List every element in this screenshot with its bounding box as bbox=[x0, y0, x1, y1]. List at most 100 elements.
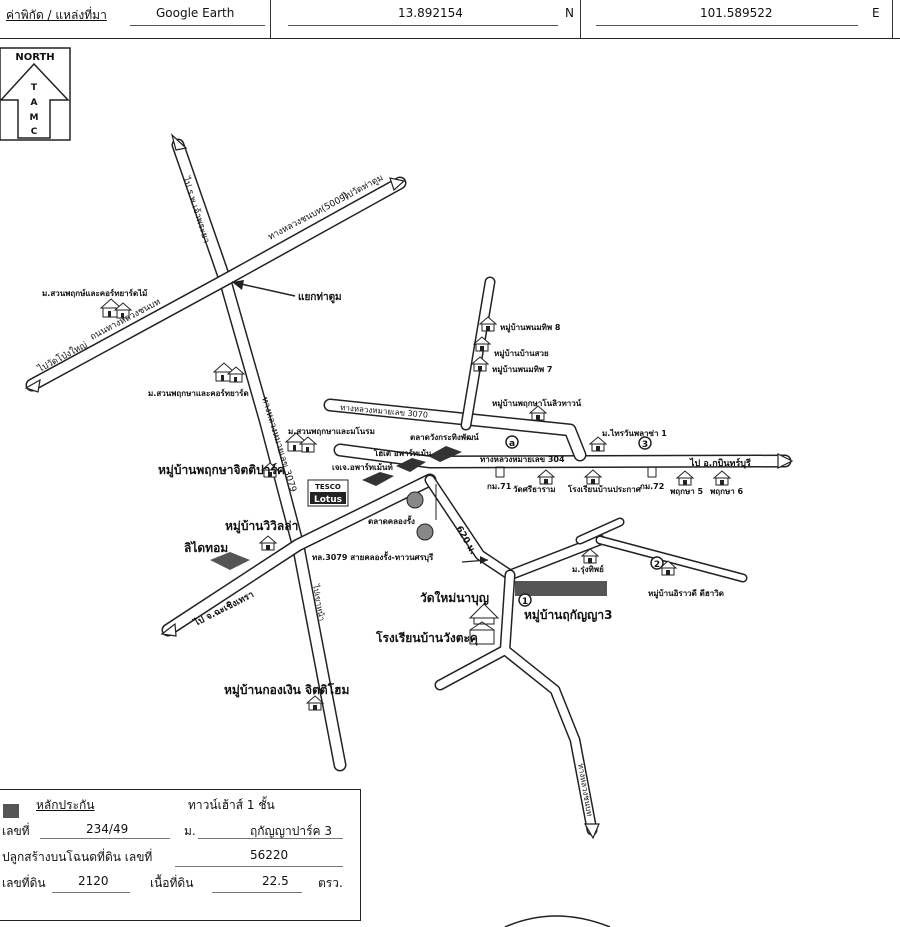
marker-3-text: 3 bbox=[642, 440, 648, 450]
road-east-branch-fill bbox=[597, 537, 746, 581]
road-end-arrows bbox=[24, 133, 794, 840]
road-label: ทล.3079 สายคลองรั้ง-ทาวนศรบุรี bbox=[312, 551, 434, 563]
lotus-text: Lotus bbox=[314, 495, 342, 505]
road-north-branch-fill bbox=[462, 278, 494, 429]
arrow-east-icon bbox=[777, 453, 794, 469]
market-icon bbox=[416, 523, 434, 541]
temple-base bbox=[473, 617, 495, 625]
road-label: ทางหลวงชนบท bbox=[576, 763, 594, 817]
underline bbox=[52, 892, 130, 893]
underline bbox=[596, 25, 858, 26]
place-label: กม.71 bbox=[487, 482, 512, 491]
longitude-value: 101.589522 bbox=[700, 6, 773, 20]
underline bbox=[175, 866, 343, 867]
apartment-building-icon bbox=[362, 472, 394, 486]
market-icon bbox=[406, 491, 424, 509]
coord-label: ค่าพิกัด / แหล่งที่มา bbox=[6, 8, 107, 22]
land-no-value: 2120 bbox=[78, 874, 109, 888]
divider bbox=[270, 0, 272, 38]
road-south-fill bbox=[436, 571, 596, 834]
temple-icon bbox=[537, 469, 555, 485]
house-icon bbox=[713, 470, 731, 486]
place-label: พฤกษา 6 bbox=[710, 487, 744, 496]
underline bbox=[40, 838, 170, 839]
map-icons: TESCO Lotus bbox=[100, 298, 731, 711]
legend-title: หลักประกัน bbox=[36, 798, 95, 812]
north-compass: NORTH T A M C bbox=[0, 47, 71, 141]
compass-letter: C bbox=[31, 127, 38, 137]
tesco-text: TESCO bbox=[315, 483, 341, 491]
place-label: หมู่บ้านวิวิลล่า bbox=[225, 519, 298, 534]
place-label: ม.สวนพฤกษาและมโนรม bbox=[288, 426, 375, 436]
village-value: ฤกัญญาปาร์ค 3 bbox=[250, 824, 332, 838]
arrow-west-icon bbox=[24, 378, 41, 393]
place-label: เจเจ.อพาร์ทเม้นท์ bbox=[332, 462, 393, 472]
deed-label: ปลูกสร้างบนโฉนดที่ดิน เลขที่ bbox=[2, 850, 153, 864]
marker-a-text: a bbox=[509, 439, 515, 449]
place-label: หมู่บ้านพนมทิพ 7 bbox=[492, 364, 553, 375]
place-label: ลิไดทอม bbox=[184, 540, 228, 555]
latitude-value: 13.892154 bbox=[398, 6, 463, 20]
place-label: โฮเต อพาร์ทเม้น bbox=[373, 448, 432, 458]
arrow-north-icon bbox=[170, 133, 188, 151]
place-label: กม.72 bbox=[640, 482, 664, 491]
place-label: หมู่บ้านพฤกษาโนลิวทาวน์ bbox=[492, 398, 582, 409]
marker-2 bbox=[650, 556, 664, 570]
project-plot bbox=[515, 581, 607, 596]
compass-letter: M bbox=[30, 113, 39, 123]
road-304-fill bbox=[335, 445, 790, 467]
area-unit: ตรว. bbox=[318, 876, 343, 890]
km-marker-icon bbox=[647, 466, 657, 478]
coordinate-header: ค่าพิกัด / แหล่งที่มา Google Earth 13.89… bbox=[0, 0, 900, 39]
house-icon bbox=[676, 470, 694, 486]
warehouse-icon bbox=[210, 552, 250, 570]
school-icon bbox=[469, 629, 495, 645]
direction-label: ไป อ.กบินทร์บุรี bbox=[689, 457, 751, 469]
road-network bbox=[25, 138, 792, 836]
latitude-suffix: N bbox=[565, 6, 574, 20]
north-arrow-icon bbox=[0, 62, 70, 139]
km-marker-icon bbox=[495, 466, 505, 478]
place-label: โรงเรียนบ้านประกาศ bbox=[567, 484, 642, 494]
house-icon bbox=[529, 405, 547, 421]
place-label: โรงเรียนบ้านวังตะคุ bbox=[375, 630, 478, 646]
arrow-south-icon bbox=[583, 823, 600, 840]
house-icon bbox=[589, 436, 607, 452]
temple-icon bbox=[468, 603, 500, 619]
marker-1 bbox=[518, 593, 532, 607]
divider bbox=[580, 0, 582, 38]
legend-swatch bbox=[3, 804, 19, 818]
tesco-logo-bar bbox=[310, 492, 346, 504]
underline bbox=[130, 25, 265, 26]
place-label: หมู่บ้านอิราวดี ดีฮาวิด bbox=[648, 588, 724, 599]
place-label: หมู่บ้านพนมทิพ 8 bbox=[500, 322, 561, 333]
underline bbox=[288, 25, 558, 26]
place-label: วัดศรีธาราม bbox=[513, 484, 556, 494]
house-icon bbox=[306, 695, 324, 711]
road-short-branch-fill bbox=[577, 519, 623, 543]
compass-letter: A bbox=[31, 98, 38, 108]
place-label: ม.สวนพฤกษ์และคอร์ทยาร์ดไม้ bbox=[42, 288, 147, 298]
north-label: NORTH bbox=[15, 52, 54, 63]
place-label: ม.รุ่งทิพย์ bbox=[572, 564, 604, 575]
longitude-suffix: E bbox=[872, 6, 880, 20]
market-building-icon bbox=[428, 446, 462, 462]
marker-2-text: 2 bbox=[654, 560, 660, 570]
place-label: พฤกษา 5 bbox=[670, 487, 704, 496]
circle-markers: a 3 1 2 bbox=[505, 435, 664, 607]
arrow-northeast-icon bbox=[389, 177, 406, 192]
road-3070-fill bbox=[325, 400, 585, 460]
underline bbox=[212, 892, 302, 893]
hotel-building-icon bbox=[396, 458, 426, 472]
pointer-arrow-icon bbox=[232, 280, 244, 290]
place-label: ม.ไทรวันพลาซ่า 1 bbox=[602, 428, 667, 438]
place-label: ตลาดคลองรั้ง bbox=[368, 515, 415, 526]
junction-label: แยกท่าตูม bbox=[298, 291, 342, 304]
divider bbox=[892, 0, 894, 38]
legend-type: ทาวน์เฮ้าส์ 1 ชั้น bbox=[188, 798, 275, 812]
stamp-arc bbox=[504, 915, 611, 927]
location-map: NORTH T A M C bbox=[0, 47, 794, 927]
collateral-legend: หลักประกัน ทาวน์เฮ้าส์ 1 ชั้น เลขที่ 234… bbox=[0, 789, 361, 921]
project-label: หมู่บ้านฤกัญญา3 bbox=[524, 608, 612, 623]
road-diagonal-low-fill bbox=[163, 475, 435, 635]
